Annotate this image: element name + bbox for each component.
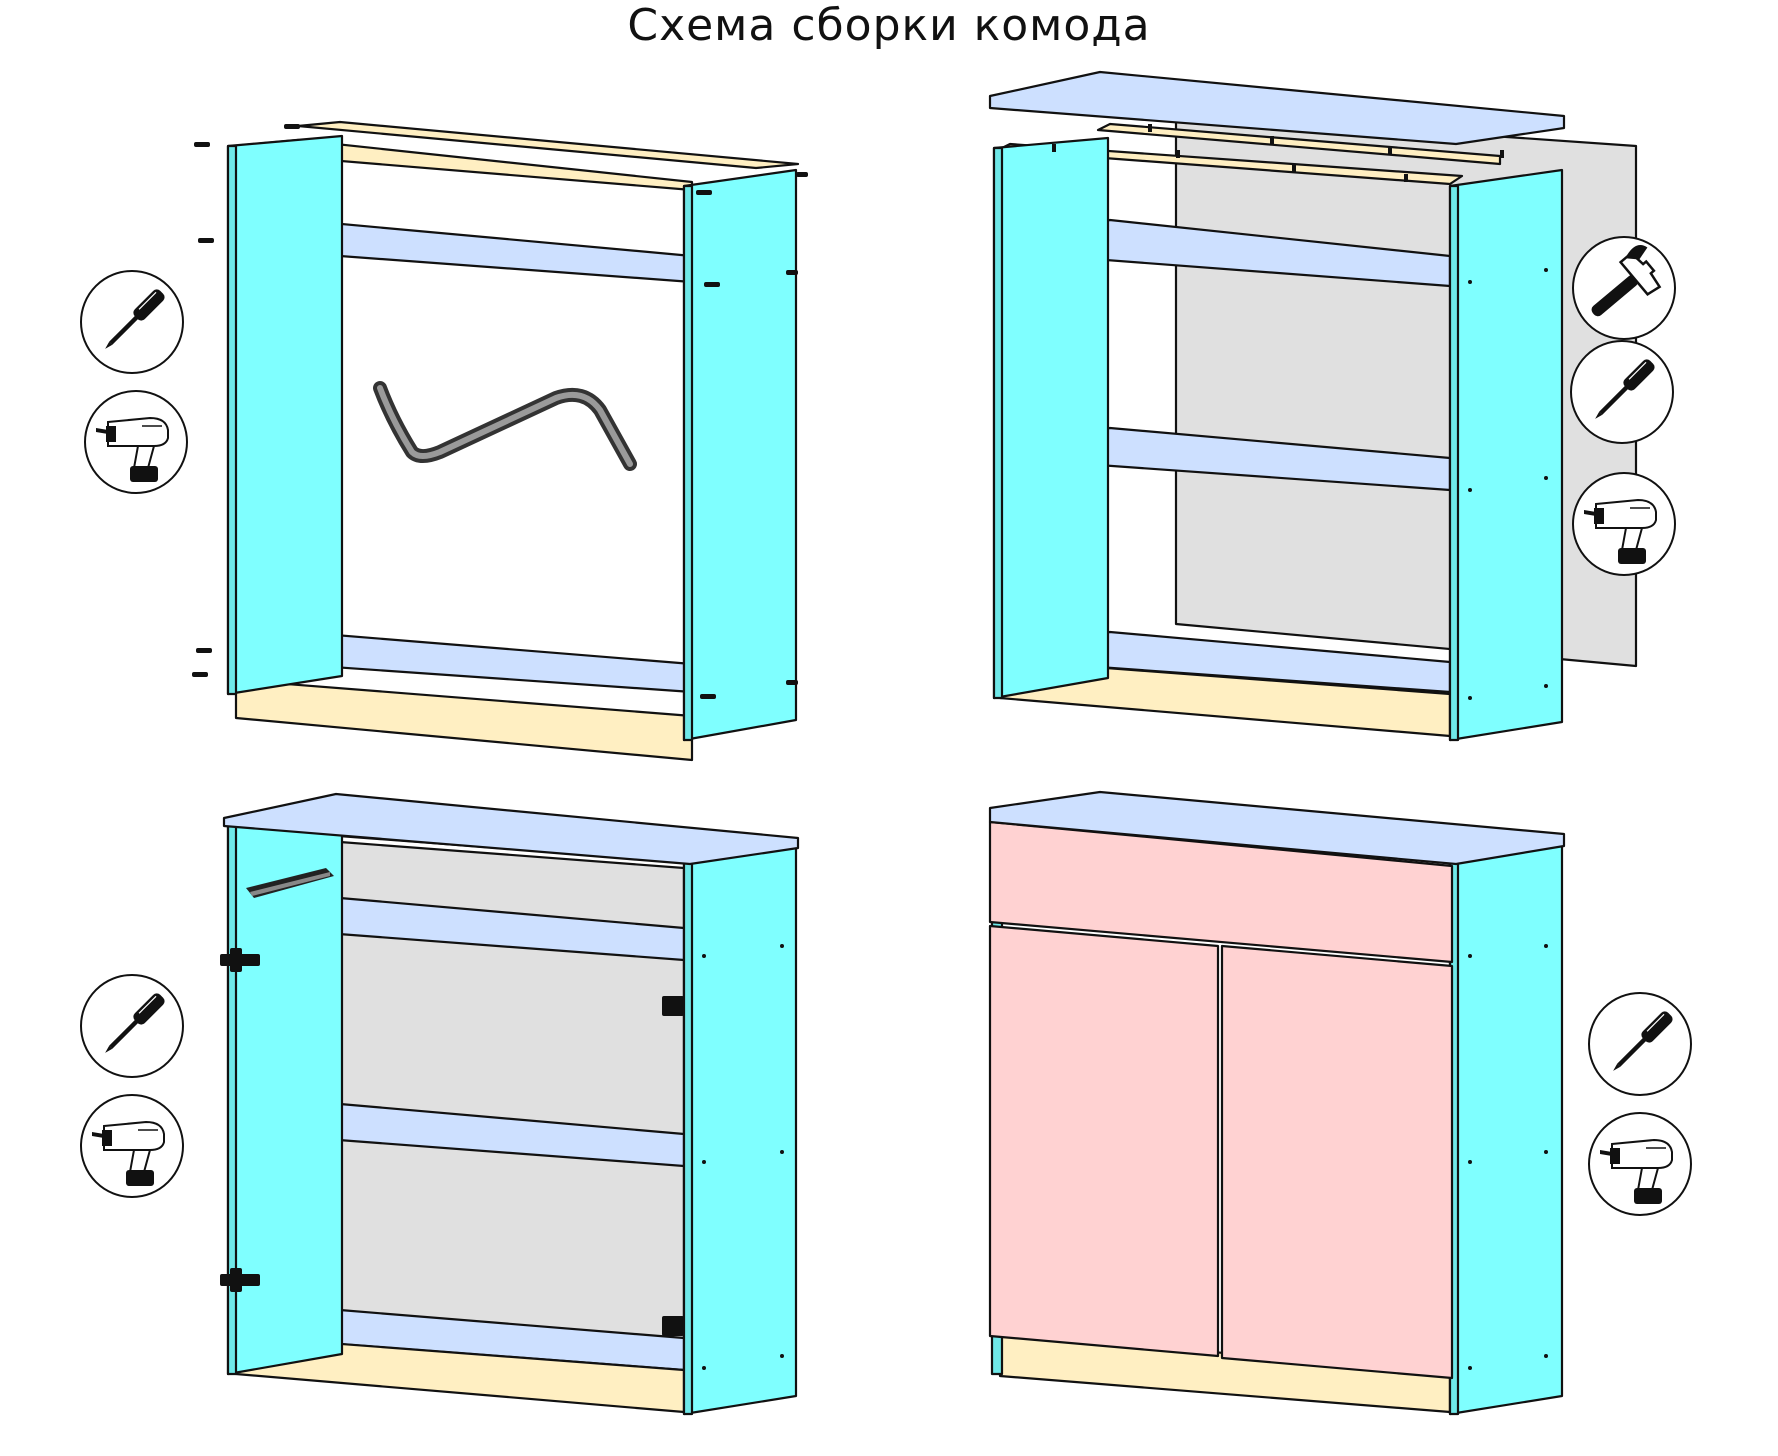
right-side-panel [682,168,798,742]
step-4-diagram [988,790,1566,1416]
screwdriver-icon [1570,340,1674,444]
worktop [222,792,800,866]
drill-icon [80,1094,184,1198]
right-side-panel [682,844,798,1416]
step-2-diagram [988,70,1638,742]
step-2-tools [1570,235,1677,576]
screwdriver-icon [1588,992,1692,1096]
right-side-panel [1448,168,1564,742]
left-side-panel [992,136,1110,700]
drawer-front [988,820,1454,964]
step-3-tools [80,974,184,1198]
drill-icon [1572,472,1676,576]
screwdriver-icon [80,270,184,374]
right-side-panel [1448,844,1564,1416]
drawer-slide [246,868,334,898]
left-side-panel [226,134,344,696]
screws [192,124,808,699]
hinges [220,948,684,1336]
door-left [988,924,1220,1358]
step-4-tools [1588,992,1692,1216]
drill-icon [84,390,188,494]
left-side-panel [226,810,344,1376]
step-1-diagram [192,120,808,762]
worktop [988,70,1566,146]
step-3-diagram [220,792,800,1416]
step-1-tools [80,270,188,494]
worktop [988,790,1566,866]
screwdriver-icon [80,974,184,1078]
hammer-icon [1571,235,1677,341]
back-panel [1174,112,1638,668]
page-title: Схема сборки комода [627,0,1151,51]
drill-icon [1588,1112,1692,1216]
door-right [1220,944,1454,1380]
top-rail-back [296,120,800,170]
hex-key-icon [373,381,637,471]
plinth [234,678,694,762]
